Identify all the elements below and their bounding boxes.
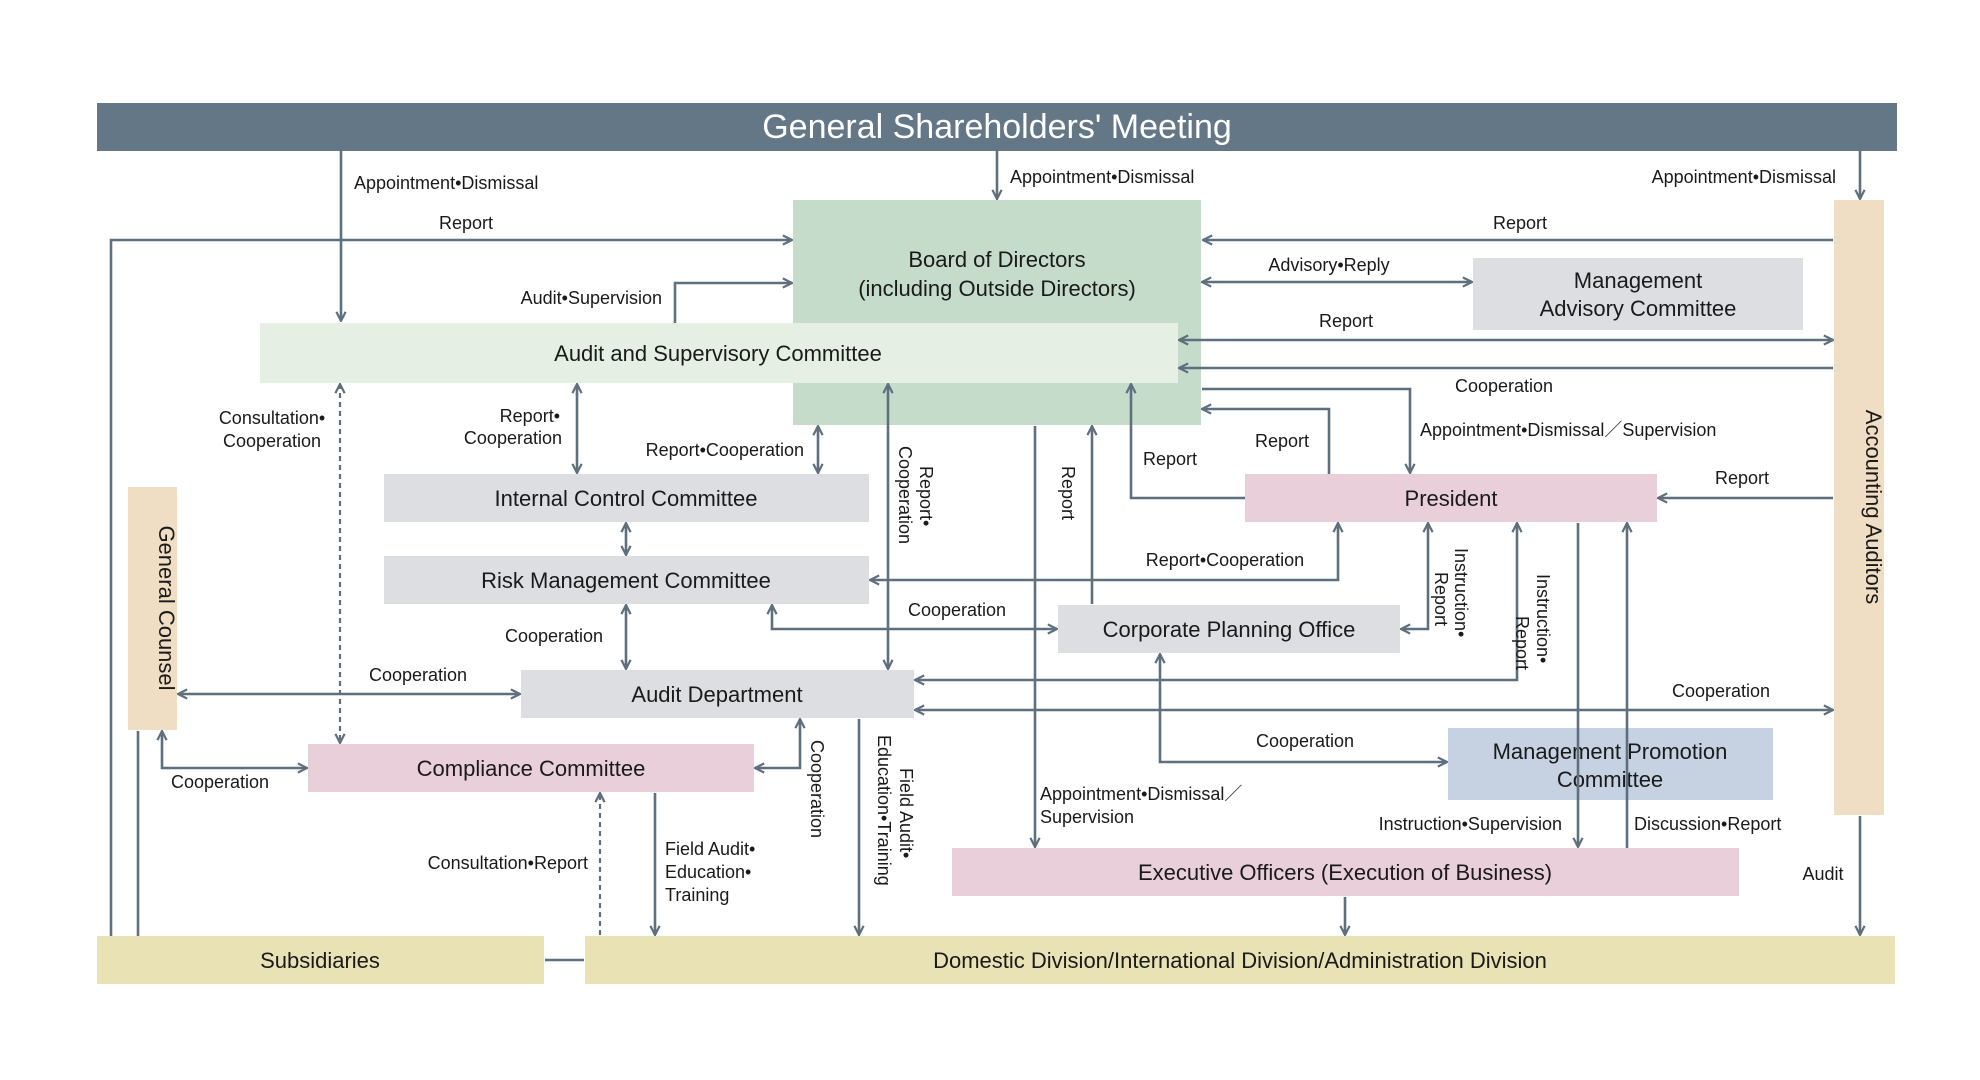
label-cooperation-accounting: Cooperation [1455,376,1553,396]
board-of-directors-box [793,200,1201,425]
compliance-committee-box: Compliance Committee [308,744,754,792]
shareholders-box: General Shareholders' Meeting [97,103,1897,151]
label-cooperation-risk-audit: Cooperation [505,626,603,646]
connector-labels: Appointment•Dismissal Appointment•Dismis… [171,167,1844,905]
divisions-box: Domestic Division/International Division… [585,936,1895,984]
label-instruction-report-1b: Report [1431,572,1451,626]
board-label-line2: (including Outside Directors) [858,276,1136,301]
audit-supervisory-committee-box: Audit and Supervisory Committee [260,323,1178,383]
accounting-auditors-label: Accounting Auditors [1861,410,1886,604]
label-report-coop-a2: Cooperation [464,428,562,448]
arrow-board-president [1202,387,1410,473]
label-field-audit-a3: Training [665,885,729,905]
label-field-audit-b1: Field Audit• [896,768,916,858]
internal-control-label: Internal Control Committee [495,486,758,511]
arrow-report-subsidiaries-board [109,240,792,936]
management-advisory-committee-box: Management Advisory Committee [1473,258,1803,330]
accounting-auditors-box: Accounting Auditors [1834,200,1886,815]
label-cooperation-compliance-left: Cooperation [171,772,269,792]
advisory-label-line2: Advisory Committee [1540,296,1737,321]
arrow-president-report-board [1202,409,1331,474]
arrow-auditdept-compliance [755,719,800,768]
label-cooperation-risk-cpo: Cooperation [908,600,1006,620]
label-instruction-report-2a: Instruction• [1533,574,1553,663]
arrow-audit-supervision [673,283,792,323]
label-report-coop-vertical-1: Report• [916,466,936,526]
label-report-coop-risk: Report•Cooperation [1146,550,1304,570]
label-report-top-right: Report [1493,213,1547,233]
label-report-vertical: Report [1058,466,1078,520]
label-instruction-report-1a: Instruction• [1451,548,1471,637]
general-counsel-label: General Counsel [154,525,179,690]
arrow-president-auditdept [915,523,1517,680]
subsidiaries-label: Subsidiaries [260,948,380,973]
label-cooperation-vertical: Cooperation [807,740,827,838]
label-advisory-reply: Advisory•Reply [1268,255,1389,275]
label-report-coop-b: Report•Cooperation [646,440,804,460]
label-report-accounting-president: Report [1715,468,1769,488]
label-appt-right: Appointment•Dismissal [1652,167,1836,187]
audit-department-label: Audit Department [631,682,802,707]
audit-department-box: Audit Department [521,670,914,718]
label-consultation-coop-1: Consultation• [219,408,325,428]
board-label-line1: Board of Directors [908,247,1085,272]
compliance-label: Compliance Committee [417,756,646,781]
president-label: President [1405,486,1498,511]
arrow-risk-cpo [772,605,1057,629]
label-cooperation-audit-accounting: Cooperation [1672,681,1770,701]
label-audit-supervision: Audit•Supervision [521,288,662,308]
label-appt-center: Appointment•Dismissal [1010,167,1194,187]
label-cooperation-cpo-mpc: Cooperation [1256,731,1354,751]
risk-management-label: Risk Management Committee [481,568,771,593]
divisions-label: Domestic Division/International Division… [933,948,1547,973]
corporate-planning-office-box: Corporate Planning Office [1058,605,1400,653]
mgmt-promotion-label-line1: Management Promotion [1493,739,1728,764]
president-box: President [1245,474,1657,522]
label-report-accounting: Report [1319,311,1373,331]
management-promotion-committee-box: Management Promotion Committee [1448,728,1773,800]
label-discussion-report: Discussion•Report [1634,814,1781,834]
risk-management-committee-box: Risk Management Committee [384,556,869,604]
general-counsel-box: General Counsel [128,487,179,730]
label-report-top-left: Report [439,213,493,233]
connectors [109,151,1860,962]
label-appt-left: Appointment•Dismissal [354,173,538,193]
arrow-president-cpo [1401,523,1428,629]
label-report-coop-a1: Report• [500,406,560,426]
arrow-cpo-mpc [1160,654,1447,762]
corporate-planning-label: Corporate Planning Office [1103,617,1356,642]
label-appt-supervision-exec-2: Supervision [1040,807,1134,827]
label-consultation-report: Consultation•Report [428,853,588,873]
label-field-audit-b2: Education•Training [874,735,894,886]
label-consultation-coop-2: Cooperation [223,431,321,451]
label-appt-supervision: Appointment•Dismissal／Supervision [1420,420,1716,440]
audit-supervisory-committee-label: Audit and Supervisory Committee [554,341,882,366]
label-audit: Audit [1802,864,1843,884]
label-instruction-supervision: Instruction•Supervision [1379,814,1562,834]
executive-officers-label: Executive Officers (Execution of Busines… [1138,860,1552,885]
label-field-audit-a1: Field Audit• [665,839,755,859]
executive-officers-box: Executive Officers (Execution of Busines… [952,848,1739,896]
label-report-president-up: Report [1255,431,1309,451]
label-cooperation-counsel: Cooperation [369,665,467,685]
label-report-coop-vertical-2: Cooperation [895,446,915,544]
shareholders-label: General Shareholders' Meeting [762,108,1232,146]
mgmt-promotion-label-line2: Committee [1557,767,1663,792]
internal-control-committee-box: Internal Control Committee [384,474,869,522]
label-instruction-report-2b: Report [1512,616,1532,670]
subsidiaries-box: Subsidiaries [97,936,544,984]
advisory-label-line1: Management [1574,268,1702,293]
label-field-audit-a2: Education• [665,862,751,882]
arrow-counsel-compliance [162,731,307,768]
arrow-president-report-audit [1131,384,1245,500]
label-appt-supervision-exec-1: Appointment•Dismissal／ [1040,784,1242,804]
label-report-president-left: Report [1143,449,1197,469]
